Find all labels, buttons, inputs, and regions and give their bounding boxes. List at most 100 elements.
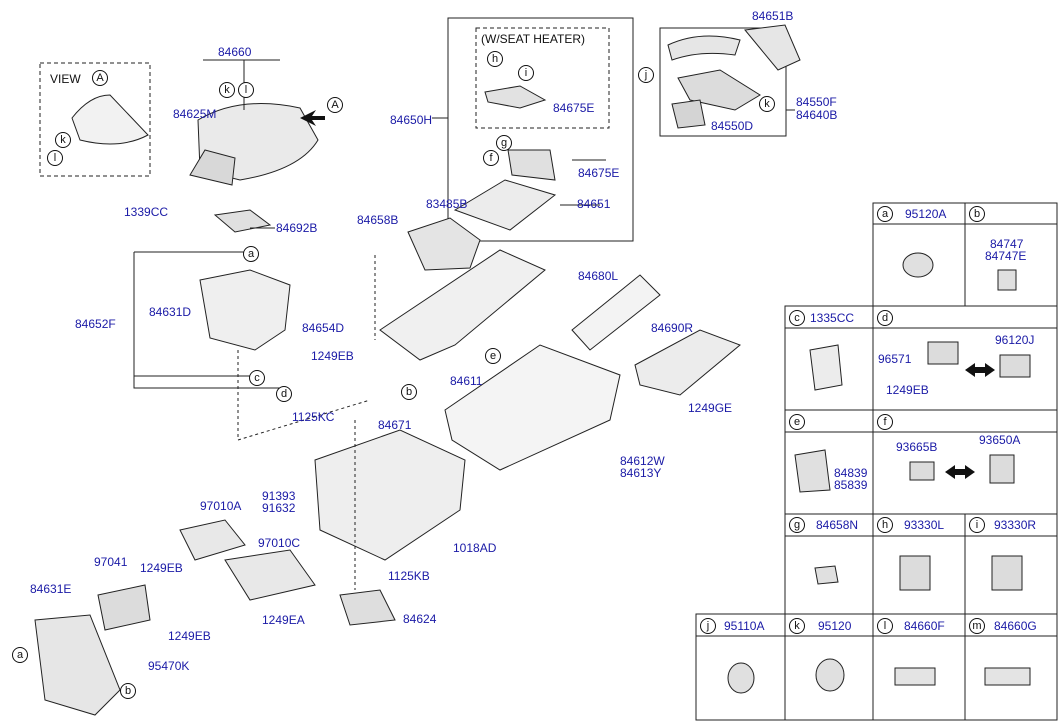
cupholder-shape: [407, 217, 481, 271]
label-84611: 84611: [450, 374, 483, 388]
label-84550f: 84550F: [796, 95, 837, 109]
panel-84680l-shape: [571, 274, 661, 351]
table-m-part: 84660G: [994, 619, 1037, 633]
label-84631e: 84631E: [30, 582, 72, 596]
label-1339cc: 1339CC: [124, 205, 169, 219]
console-84611-shape: [444, 344, 621, 471]
label-84651: 84651: [577, 197, 611, 211]
label-84654d: 84654D: [302, 321, 345, 335]
label-84680l: 84680L: [578, 269, 619, 283]
table-k-letter: k: [789, 618, 805, 634]
seat-heater-outer-box: [447, 17, 634, 242]
label-84651b: 84651B: [752, 9, 794, 23]
label-84671: 84671: [378, 418, 412, 432]
table-m-letter: m: [969, 618, 985, 634]
label-84692b: 84692B: [276, 221, 318, 235]
callout-f: f: [483, 150, 499, 166]
callout-e: e: [485, 348, 501, 364]
label-84650h: 84650H: [390, 113, 433, 127]
label-1249eb-b: 1249EB: [140, 561, 183, 575]
table-frame-jklm: [695, 613, 1058, 721]
trim-84651b-shape: [744, 24, 801, 71]
bracket-84624-shape: [339, 589, 396, 626]
table-h-part: 93330L: [904, 518, 945, 532]
table-c-letter: c: [789, 310, 805, 326]
callout-i: i: [518, 65, 534, 81]
callout-k: k: [759, 96, 775, 112]
table-e-letter: e: [789, 414, 805, 430]
label-1249ea: 1249EA: [262, 613, 305, 627]
callout-c-bracket: c: [249, 370, 265, 386]
label-1249ge: 1249GE: [688, 401, 733, 415]
label-97010a: 97010A: [200, 499, 242, 513]
rear-panel-84631e-shape: [34, 614, 121, 716]
label-84690r: 84690R: [651, 321, 694, 335]
table-k-part: 95120: [818, 619, 852, 633]
double-arrow-f: [945, 465, 975, 479]
callout-g: g: [496, 135, 512, 151]
label-1125kc: 1125KC: [292, 410, 335, 424]
view-arrow: [300, 110, 325, 126]
top-right-box: [659, 27, 787, 137]
callout-l-view: k: [55, 132, 71, 148]
arrow-mark: A: [327, 97, 343, 113]
label-95470k: 95470K: [148, 659, 190, 673]
panel-84690r-shape: [634, 329, 741, 396]
label-84675e-upper: 84675E: [553, 101, 595, 115]
table-d-part-2: 96120J: [995, 333, 1035, 347]
view-mark: A: [92, 70, 108, 86]
table-f-part-2: 93650A: [979, 433, 1021, 447]
label-91632: 91632: [262, 501, 296, 515]
view-a-sketch: [71, 94, 149, 145]
callout-a-rear: a: [12, 647, 28, 663]
table-d-part-1: 96571: [878, 352, 912, 366]
table-e-part-2: 85839: [834, 478, 868, 492]
label-84652f: 84652F: [75, 317, 116, 331]
callout-h: h: [487, 51, 503, 67]
pad-shape: [213, 209, 272, 233]
shift-plate-shape: [453, 179, 557, 231]
callout-b-console: b: [401, 384, 417, 400]
label-97010c: 97010C: [258, 536, 301, 550]
label-84675e-lower: 84675E: [578, 166, 620, 180]
table-a-letter: a: [877, 206, 893, 222]
callout-l-top: k: [219, 82, 235, 98]
table-d-part-3: 1249EB: [886, 383, 929, 397]
table-h-letter: h: [877, 517, 893, 533]
vent-97041-shape: [97, 584, 151, 631]
label-84625m: 84625M: [173, 107, 217, 121]
callout-b-rear: b: [120, 683, 136, 699]
table-g-letter: g: [789, 517, 805, 533]
label-83485b: 83485B: [426, 197, 468, 211]
duct-97010c-shape: [224, 549, 316, 601]
table-f-part-1: 93665B: [896, 440, 938, 454]
table-b-part-2: 84747E: [985, 249, 1027, 263]
table-e-part-1: 84839: [834, 466, 868, 480]
label-84612w: 84612W: [620, 454, 665, 468]
table-l-part: 84660F: [904, 619, 945, 633]
label-97041: 97041: [94, 555, 128, 569]
table-i-letter: i: [969, 517, 985, 533]
label-1249eb-a: 1249EB: [311, 349, 354, 363]
table-b-part-1: 84747: [990, 237, 1024, 251]
table-b-letter: b: [969, 206, 985, 222]
seat-heater-inner-box: [475, 27, 610, 129]
table-a-part: 95120A: [905, 207, 947, 221]
table-d-letter: d: [877, 310, 893, 326]
label-84624: 84624: [403, 612, 437, 626]
label-1018ad: 1018AD: [453, 541, 497, 555]
callout-j: j: [638, 67, 654, 83]
double-arrow-d: [965, 363, 995, 377]
label-84658b: 84658B: [357, 213, 399, 227]
console-upper-shape: [379, 249, 546, 361]
table-l-letter: l: [877, 618, 893, 634]
bracket-shape: [199, 269, 291, 351]
label-1125kb: 1125KB: [388, 569, 430, 583]
callout-a-bracket: a: [243, 246, 259, 262]
duct-97010a-shape: [179, 519, 246, 561]
label-84640b: 84640B: [796, 108, 838, 122]
panel-84671-shape: [314, 429, 466, 561]
label-91393: 91393: [262, 489, 296, 503]
table-j-letter: j: [700, 618, 716, 634]
